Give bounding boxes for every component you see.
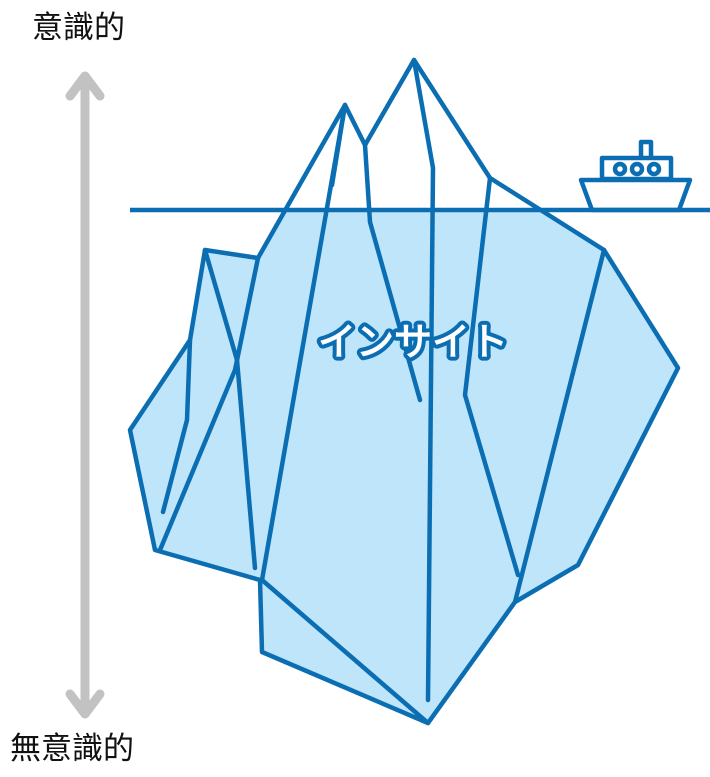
double-headed-arrow-icon — [70, 76, 100, 714]
iceberg-icon — [130, 60, 678, 723]
ship-icon — [581, 142, 690, 210]
insight-label: インサイト — [318, 320, 508, 364]
